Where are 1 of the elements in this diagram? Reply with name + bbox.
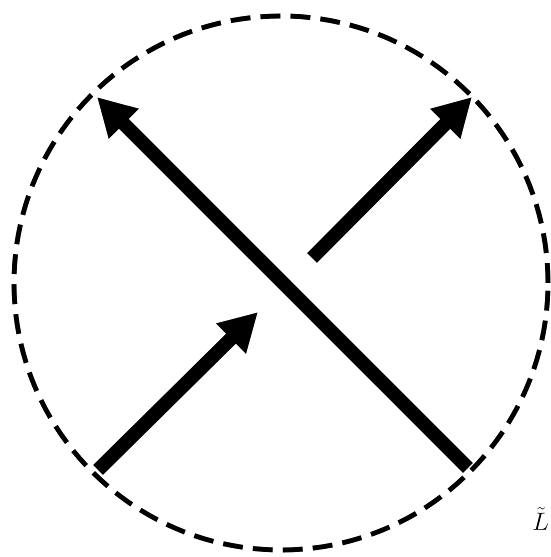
knot-label: $\tilde{L}$: [533, 507, 548, 530]
